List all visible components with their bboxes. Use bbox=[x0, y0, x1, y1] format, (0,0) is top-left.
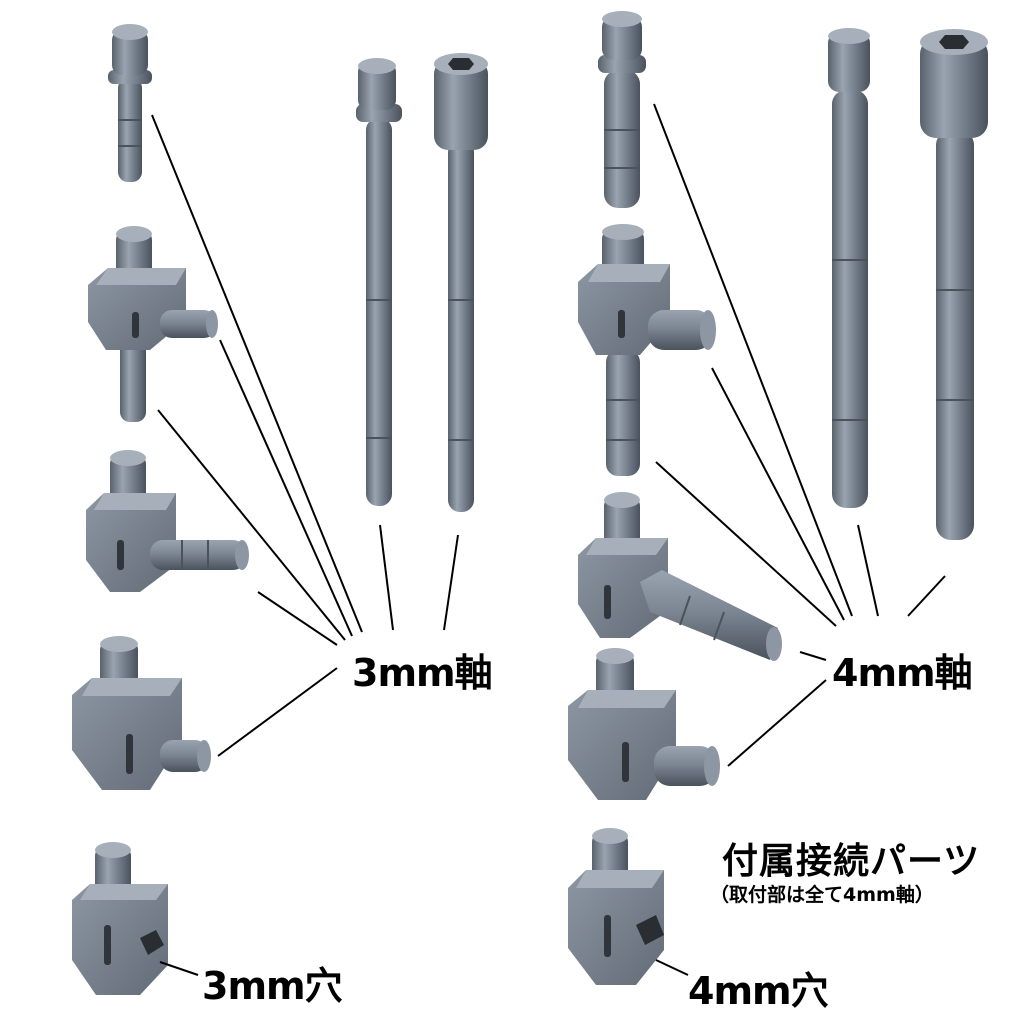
long-rod-4mm bbox=[828, 28, 870, 508]
socket-rod-3mm bbox=[434, 53, 488, 512]
caption-title: 付属接続パーツ bbox=[722, 841, 981, 882]
label-3mm-axis: 3mm軸 bbox=[352, 651, 493, 695]
cross-joint-3mm bbox=[88, 226, 218, 422]
short-pin-3mm bbox=[108, 24, 152, 182]
angled-block-3mm bbox=[72, 636, 211, 790]
hole-block-4mm bbox=[568, 828, 664, 985]
l-joint-4mm bbox=[578, 492, 782, 661]
label-4mm-hole: 4mm穴 bbox=[688, 969, 829, 1013]
label-3mm-hole: 3mm穴 bbox=[202, 964, 343, 1008]
leader-lines-3mm bbox=[151, 114, 459, 976]
socket-rod-4mm bbox=[920, 29, 988, 540]
caption-subtitle: （取付部は全て4mm軸） bbox=[710, 884, 934, 906]
leader-lines-4mm bbox=[653, 103, 946, 976]
label-4mm-axis: 4mm軸 bbox=[832, 651, 973, 695]
hole-block-3mm bbox=[72, 842, 168, 995]
l-joint-3mm bbox=[86, 450, 249, 592]
angled-block-4mm bbox=[568, 648, 720, 800]
cross-joint-4mm bbox=[578, 224, 716, 476]
short-pin-4mm bbox=[598, 11, 646, 208]
long-rod-3mm bbox=[356, 58, 402, 506]
